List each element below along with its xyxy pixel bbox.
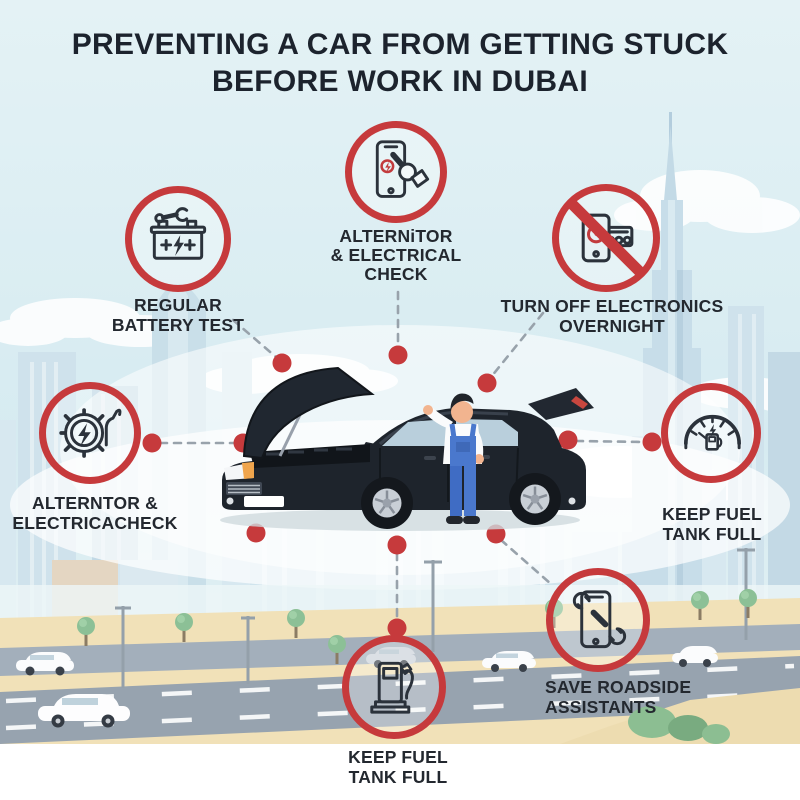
tip-label-alternator-electrical-check-top: ALTERNiTOR & ELECTRICAL CHECK <box>330 226 462 284</box>
connector-dot <box>387 535 407 555</box>
small-car <box>16 652 74 676</box>
connector-dots <box>142 345 662 638</box>
connector-dot <box>142 433 162 453</box>
tip-label-keep-fuel-tank-full-bottom: KEEP FUEL TANK FULL <box>348 747 448 787</box>
tail-light <box>571 396 588 409</box>
connector <box>499 538 553 586</box>
tip-label-keep-fuel-tank-full-right: KEEP FUEL TANK FULL <box>662 504 762 544</box>
tip-badge-regular-battery-test <box>125 186 231 292</box>
background-cars <box>16 646 718 728</box>
license-plate <box>244 496 284 507</box>
mechanic-hair <box>450 393 474 410</box>
connector-dot <box>246 523 266 543</box>
phone-wrench-icon <box>572 590 627 649</box>
fuel-pump-icon <box>370 661 414 714</box>
fuel-gauge-icon <box>683 414 741 451</box>
front-wheel <box>361 477 413 529</box>
street-lamps <box>115 548 755 688</box>
car-and-mechanic-illustration <box>220 366 594 531</box>
tip-badge-keep-fuel-tank-full-bottom <box>342 635 446 739</box>
car-battery-wrench-icon <box>149 207 207 260</box>
connector <box>231 318 278 359</box>
front-window <box>382 419 448 446</box>
tip-badge-alternator-electrical-check-left <box>39 382 141 484</box>
connector <box>574 439 647 444</box>
mechanic-shoe <box>446 516 463 524</box>
connector-dot <box>388 345 408 365</box>
open-trunk-lid <box>528 388 594 420</box>
mechanic-leg <box>450 466 462 516</box>
alternator-icon <box>59 408 122 458</box>
headlight-amber <box>242 462 254 479</box>
small-car <box>482 651 536 672</box>
mechanic-arm-left <box>426 407 453 428</box>
tip-label-turn-off-electronics: TURN OFF ELECTRONICS OVERNIGHT <box>500 296 724 336</box>
mechanic-shoe <box>463 516 480 524</box>
tip-badge-keep-fuel-tank-full-right <box>661 383 761 483</box>
connector-dot <box>387 618 407 638</box>
open-hood <box>242 366 375 460</box>
black-sedan <box>222 366 594 529</box>
tip-label-alternator-electrical-check-left: ALTERNTOR & ELECTRICACHECK <box>12 493 178 533</box>
fog-light <box>226 497 234 505</box>
title-line-2: BEFORE WORK IN DUBAI <box>212 65 588 98</box>
connector-dot <box>642 432 662 452</box>
small-car <box>38 694 130 728</box>
connector-dot <box>477 373 497 393</box>
mechanic <box>423 393 484 524</box>
tip-label-save-roadside-assistants: SAVE ROADSIDE ASSISTANTS <box>545 677 692 717</box>
connector-dot <box>558 430 578 450</box>
title-line-1: PREVENTING A CAR FROM GETTING STUCK <box>71 28 729 61</box>
small-car <box>672 646 718 667</box>
connector-dot <box>272 353 292 373</box>
tip-badge-turn-off-electronics <box>552 184 660 292</box>
rear-wheel <box>509 473 561 525</box>
rear-fog-light <box>568 497 576 505</box>
phone-tap-icon <box>375 140 430 198</box>
tip-label-regular-battery-test: REGULAR BATTERY TEST <box>111 295 245 335</box>
mechanic-leg <box>464 466 476 516</box>
connector <box>489 311 545 379</box>
page-title: PREVENTING A CAR FROM GETTING STUCK BEFO… <box>0 26 800 100</box>
tip-badge-save-roadside-assistants <box>546 568 650 672</box>
mechanic-head <box>451 401 473 423</box>
tip-badge-alternator-electrical-check-top <box>345 121 447 223</box>
